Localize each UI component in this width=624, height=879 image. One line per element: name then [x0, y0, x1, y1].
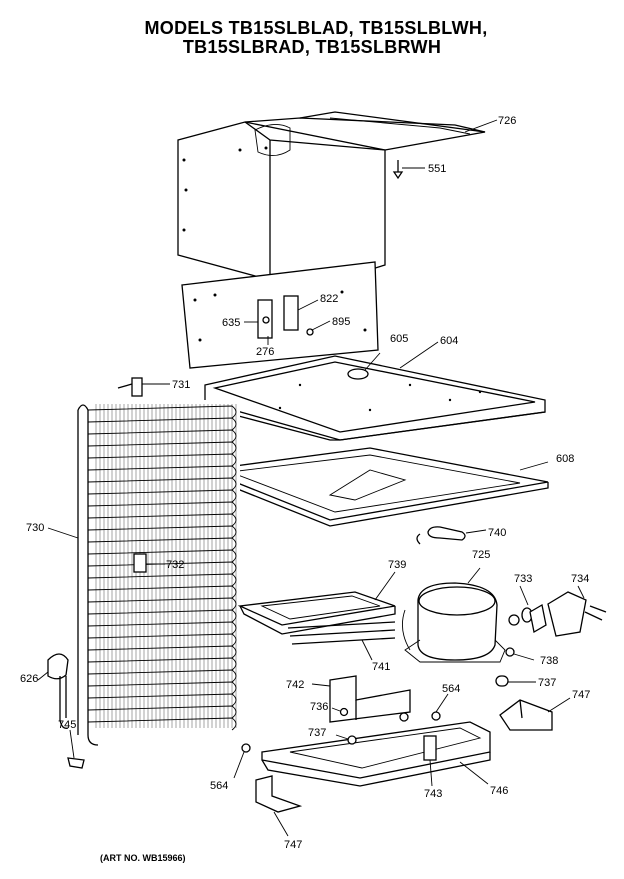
label-551: 551: [428, 163, 446, 175]
screw-551: [392, 160, 425, 180]
label-604: 604: [440, 335, 458, 347]
label-739: 739: [388, 559, 406, 571]
grommet-737a: [495, 675, 536, 687]
bracket-747a: [499, 697, 571, 731]
overload-734: [547, 585, 607, 637]
thermostat-626: [37, 653, 69, 729]
drain-clip-745: [67, 729, 85, 769]
compressor-725: [401, 567, 506, 663]
label-741: 741: [372, 661, 390, 673]
diagram-title-line-2: TB15SLBRAD, TB15SLBRWH: [182, 37, 442, 57]
label-725: 725: [472, 549, 490, 561]
label-746: 746: [490, 785, 508, 797]
label-734: 734: [571, 573, 589, 585]
top-cover-housing: [177, 111, 486, 286]
label-626: 626: [20, 673, 38, 685]
label-731: 731: [172, 379, 190, 391]
label-730: 730: [26, 522, 44, 534]
label-743: 743: [424, 788, 442, 800]
diagram-title-line-1: MODELS TB15SLBLAD, TB15SLBLWH,: [144, 18, 488, 38]
label-895: 895: [332, 316, 350, 328]
bracket-742: [311, 675, 411, 723]
clip-732: [133, 553, 165, 573]
grommet-738: [505, 647, 535, 661]
bracket-747b: [255, 775, 303, 837]
tubes-741: [287, 621, 396, 661]
drip-pan-608: [202, 447, 549, 527]
label-635: 635: [222, 317, 240, 329]
label-736: 736: [310, 701, 328, 713]
label-740: 740: [488, 527, 506, 539]
label-608: 608: [556, 453, 574, 465]
label-605: 605: [390, 333, 408, 345]
label-733: 733: [514, 573, 532, 585]
label-738: 738: [540, 655, 558, 667]
label-822: 822: [320, 293, 338, 305]
label-737-right: 737: [538, 677, 556, 689]
label-745: 745: [58, 719, 76, 731]
evaporator-pan-739: [237, 571, 396, 635]
clip-731: [117, 377, 170, 397]
art-number: (ART NO. WB15966): [100, 853, 186, 863]
screw-564b: [233, 743, 251, 779]
label-564-upper: 564: [442, 683, 460, 695]
label-276: 276: [256, 346, 274, 358]
drier-740: [416, 526, 487, 545]
label-747-right: 747: [572, 689, 590, 701]
relay-733: [508, 585, 547, 634]
condenser-coil-730: [77, 400, 240, 746]
back-panel: [181, 261, 379, 369]
label-737-lower: 737: [308, 727, 326, 739]
tray-604: [204, 341, 546, 441]
label-747-lower: 747: [284, 839, 302, 851]
grommet-736: [331, 707, 349, 717]
label-726: 726: [498, 115, 516, 127]
screws-564a: [399, 693, 449, 722]
label-564-lower: 564: [210, 780, 228, 792]
label-732: 732: [166, 559, 184, 571]
label-742: 742: [286, 679, 304, 691]
base-plate-746: [261, 721, 491, 787]
